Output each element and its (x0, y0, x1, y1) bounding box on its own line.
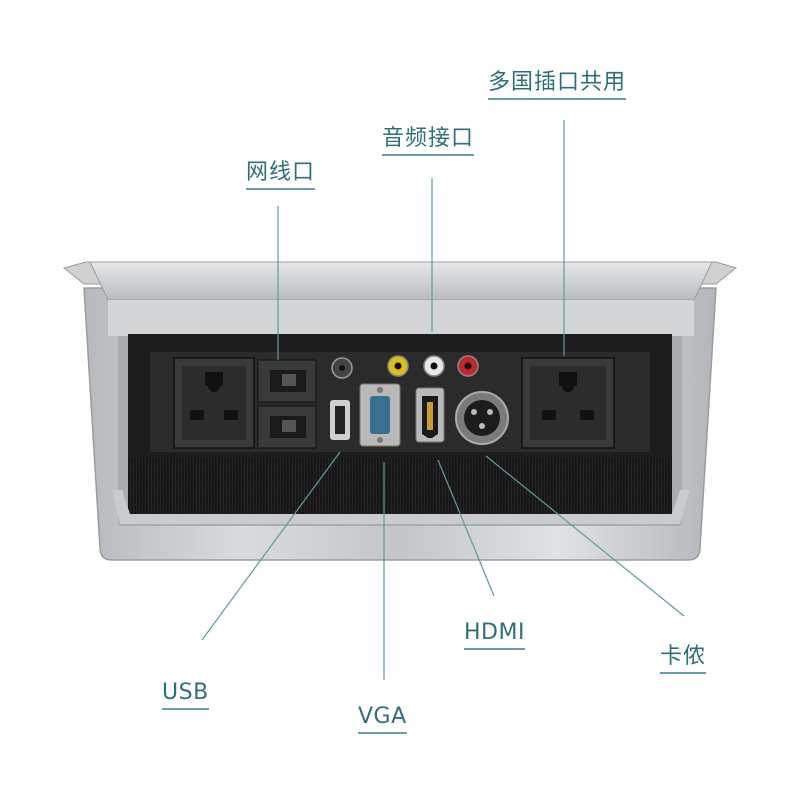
rca-jack-red (457, 355, 479, 377)
hdmi-port (415, 387, 445, 443)
rj45-port-top (257, 359, 317, 403)
open-lid (62, 261, 738, 336)
right-universal-socket (521, 357, 615, 449)
xlr-port (455, 391, 509, 445)
left-universal-socket (173, 357, 255, 449)
vga-port (359, 383, 401, 447)
label-multi-socket: 多国插口共用 (488, 70, 627, 100)
callout-line-hdmi (437, 459, 495, 597)
audio-jack-3.5mm (331, 357, 353, 379)
label-vga: VGA (358, 704, 407, 734)
label-hdmi: HDMI (464, 620, 525, 650)
label-xlr: 卡侬 (660, 644, 707, 674)
usb-port (330, 400, 350, 440)
rca-jack-white (423, 355, 445, 377)
rca-jack-yellow (387, 355, 409, 377)
rj45-port-bottom (257, 405, 317, 449)
callout-line-usb (201, 451, 341, 641)
label-usb: USB (162, 680, 209, 710)
callout-line-xlr (485, 455, 685, 617)
label-network: 网线口 (246, 160, 316, 190)
callout-lines (201, 120, 685, 680)
label-audio: 音频接口 (382, 126, 475, 156)
